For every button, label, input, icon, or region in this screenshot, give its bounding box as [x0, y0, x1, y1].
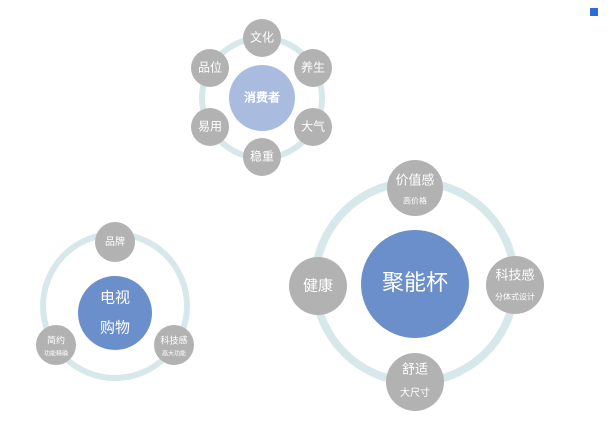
- consumer-node-culture-label: 文化: [250, 30, 274, 45]
- tv-node-brand: 品牌: [95, 222, 135, 262]
- consumer-node-taste-label: 品位: [198, 60, 222, 75]
- cup-node-value-sub: 高价格: [403, 196, 427, 206]
- cup-node-healthy: 健康: [289, 257, 347, 315]
- tv-center-line1: 电视: [100, 289, 130, 307]
- consumer-node-culture: 文化: [243, 19, 281, 57]
- cup-node-comfort-label: 舒适: [402, 363, 428, 378]
- tv-node-simple: 简约 功能精确: [36, 325, 76, 365]
- cup-node-value: 价值感 高价格: [387, 160, 443, 216]
- consumer-node-steady: 稳重: [243, 138, 281, 176]
- tv-node-tech-sub: 高大功能: [162, 350, 186, 358]
- consumer-node-health-label: 养生: [301, 60, 325, 75]
- tv-node-simple-sub: 功能精确: [44, 350, 68, 358]
- cup-node-tech-label: 科技感: [495, 268, 534, 284]
- cup-center: 聚能杯: [361, 230, 469, 338]
- consumer-node-grand-label: 大气: [301, 119, 325, 134]
- consumer-node-taste: 品位: [191, 49, 229, 87]
- cup-node-tech-sub: 分体式设计: [495, 292, 535, 302]
- consumer-center-label: 消费者: [244, 90, 280, 105]
- cup-node-value-label: 价值感: [395, 173, 434, 189]
- tv-node-simple-label: 简约: [47, 335, 65, 347]
- consumer-node-easy: 易用: [191, 108, 229, 146]
- consumer-diagram: 文化 养生 大气 稳重 易用 品位 消费者: [191, 19, 332, 176]
- consumer-node-easy-label: 易用: [198, 120, 222, 134]
- tv-shopping-diagram: 品牌 科技感 高大功能 简约 功能精确 电视 购物: [36, 222, 194, 381]
- corner-accent-mark: [590, 8, 598, 16]
- cup-node-healthy-label: 健康: [303, 277, 333, 295]
- cup-node-comfort-sub: 大尺寸: [400, 386, 430, 399]
- tv-center: 电视 购物: [78, 276, 152, 350]
- tv-node-tech: 科技感 高大功能: [154, 325, 194, 365]
- tv-node-tech-label: 科技感: [160, 335, 187, 347]
- consumer-node-health: 养生: [294, 49, 332, 87]
- cup-center-label: 聚能杯: [382, 271, 448, 296]
- consumer-node-steady-label: 稳重: [250, 149, 274, 164]
- consumer-node-grand: 大气: [294, 108, 332, 146]
- tv-center-line2: 购物: [100, 319, 130, 337]
- consumer-center: 消费者: [229, 65, 295, 131]
- cup-node-comfort: 舒适 大尺寸: [386, 353, 444, 411]
- cup-node-tech: 科技感 分体式设计: [486, 256, 544, 314]
- cup-diagram: 价值感 高价格 科技感 分体式设计 舒适 大尺寸 健康 聚能杯: [289, 160, 544, 411]
- tv-node-brand-label: 品牌: [105, 235, 125, 248]
